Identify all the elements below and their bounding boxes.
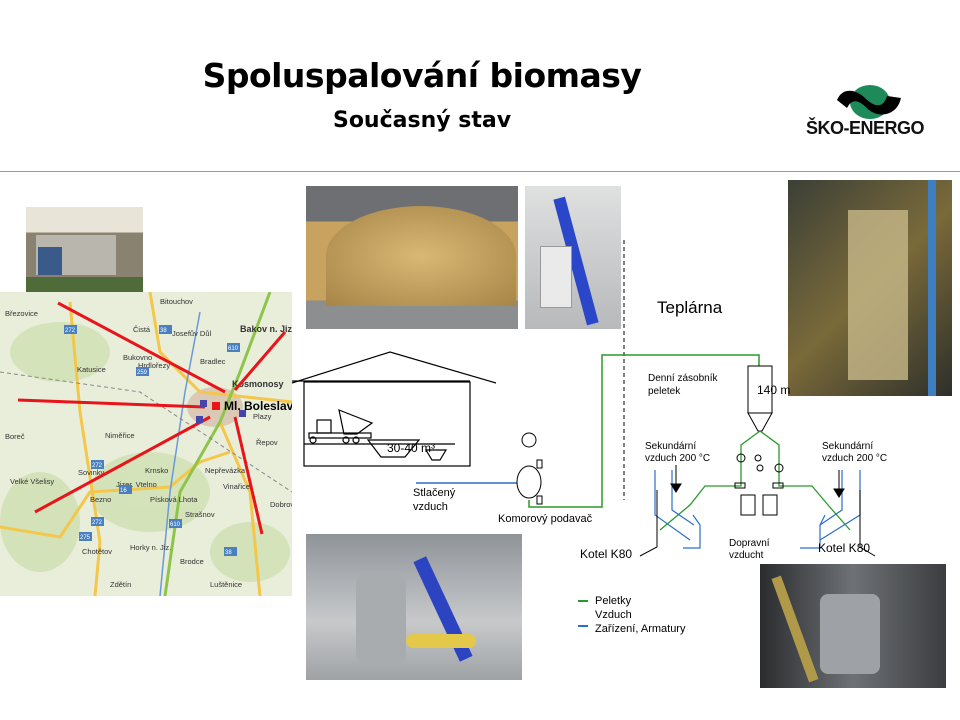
truck-photo	[26, 207, 143, 292]
map-label: Boreč	[5, 432, 25, 441]
sko-energo-logo-icon	[837, 85, 901, 119]
map-label-mlada-boleslav: Ml. Boleslav	[224, 399, 292, 413]
burner-photo	[760, 564, 946, 688]
slide-subtitle: Současný stav	[332, 108, 512, 133]
road-sign	[79, 532, 92, 541]
map-label: Dobrovice	[270, 500, 292, 509]
feeder-room-photo	[306, 534, 522, 680]
map-label: Bitouchov	[160, 297, 193, 306]
silo-label-2: peletek	[648, 386, 681, 397]
transport-air-label: Dopravní	[729, 538, 770, 549]
map-label: Luštěnice	[210, 580, 242, 589]
road-number: 610	[170, 522, 181, 528]
legend-pellets: Peletky	[595, 595, 632, 607]
map-label: Nepřevázka	[205, 466, 246, 475]
secondary-air-right-2: vzduch 200 °C	[822, 453, 887, 464]
compressed-air-label-2: vzduch	[413, 501, 448, 513]
boiler-house-photo	[788, 180, 952, 396]
compressed-air-label: Stlačený	[413, 487, 456, 499]
slide-title: Spoluspalování biomasy	[202, 56, 642, 95]
map-label: Chotětov	[82, 547, 112, 556]
map-label: Niměřice	[105, 431, 135, 440]
map-label: Hrdlořezy	[138, 361, 170, 370]
map-label: Bradlec	[200, 357, 226, 366]
road-number: 610	[228, 346, 239, 352]
map-label: Krnsko	[145, 466, 168, 475]
straw-storage-photo	[306, 186, 518, 329]
map-label: Strašnov	[185, 510, 215, 519]
feeder-label: Komorový podavač	[498, 513, 593, 525]
map-label: Písková Lhota	[150, 495, 198, 504]
logo-text: ŠKO-ENERGO	[806, 118, 925, 138]
map-label: Brodce	[180, 557, 204, 566]
road-sign	[159, 325, 172, 334]
map-label: Čistá	[133, 325, 151, 334]
road-sign	[169, 519, 182, 528]
map-label: Bukovno	[123, 353, 152, 362]
road-number: 38	[225, 550, 232, 556]
silo-volume-label: 140 m	[757, 383, 790, 397]
boiler-left-label: Kotel K80	[580, 547, 632, 561]
conveyor-photo	[525, 186, 621, 329]
transport-air-label-2: vzducht	[729, 550, 764, 561]
road-sign	[224, 547, 237, 556]
secondary-air-left: Sekundární	[645, 441, 696, 452]
road-number: 16	[120, 488, 127, 494]
map-label: Březovice	[5, 309, 38, 318]
road-sign	[227, 343, 240, 352]
road-sign	[64, 325, 77, 334]
boiler-right-label: Kotel K80	[818, 541, 870, 555]
silo-label: Denní zásobník	[648, 373, 718, 384]
road-sign	[136, 367, 149, 376]
road-number: 272	[92, 520, 103, 526]
divider	[0, 171, 960, 172]
map-label: Sovinky	[78, 468, 105, 477]
road-number: 38	[160, 328, 167, 334]
road-number: 275	[80, 535, 91, 541]
road-number: 272	[92, 463, 103, 469]
map-label: Josefův Důl	[172, 329, 212, 338]
map-label: Řepov	[256, 438, 278, 447]
teplarna-label: Teplárna	[657, 298, 723, 317]
secondary-air-right: Sekundární	[822, 441, 873, 452]
map-label: Katusice	[77, 365, 106, 374]
map-label: Bakov n. Jiz.	[240, 324, 292, 334]
road-sign	[119, 485, 132, 494]
legend-air: Vzduch	[595, 609, 632, 621]
road-number: 259	[137, 370, 148, 376]
map-label: Jizer. Vtelno	[116, 480, 157, 489]
map-label: Plazy	[253, 412, 272, 421]
map-label: Horky n. Jiz.	[130, 543, 171, 552]
road-sign	[91, 460, 104, 469]
secondary-air-left-2: vzduch 200 °C	[645, 453, 710, 464]
map-label: Vinařice	[223, 482, 250, 491]
road-sign	[91, 517, 104, 526]
legend-equipment: Zařízení, Armatury	[595, 623, 686, 635]
map-label: Bezno	[90, 495, 111, 504]
road-number: 272	[65, 328, 76, 334]
map-label: Zdětín	[110, 580, 131, 589]
storage-volume-label: 30-40 m³	[387, 441, 435, 455]
map-label: Kosmonosy	[232, 379, 284, 389]
map-label: Velké Všelisy	[10, 477, 54, 486]
